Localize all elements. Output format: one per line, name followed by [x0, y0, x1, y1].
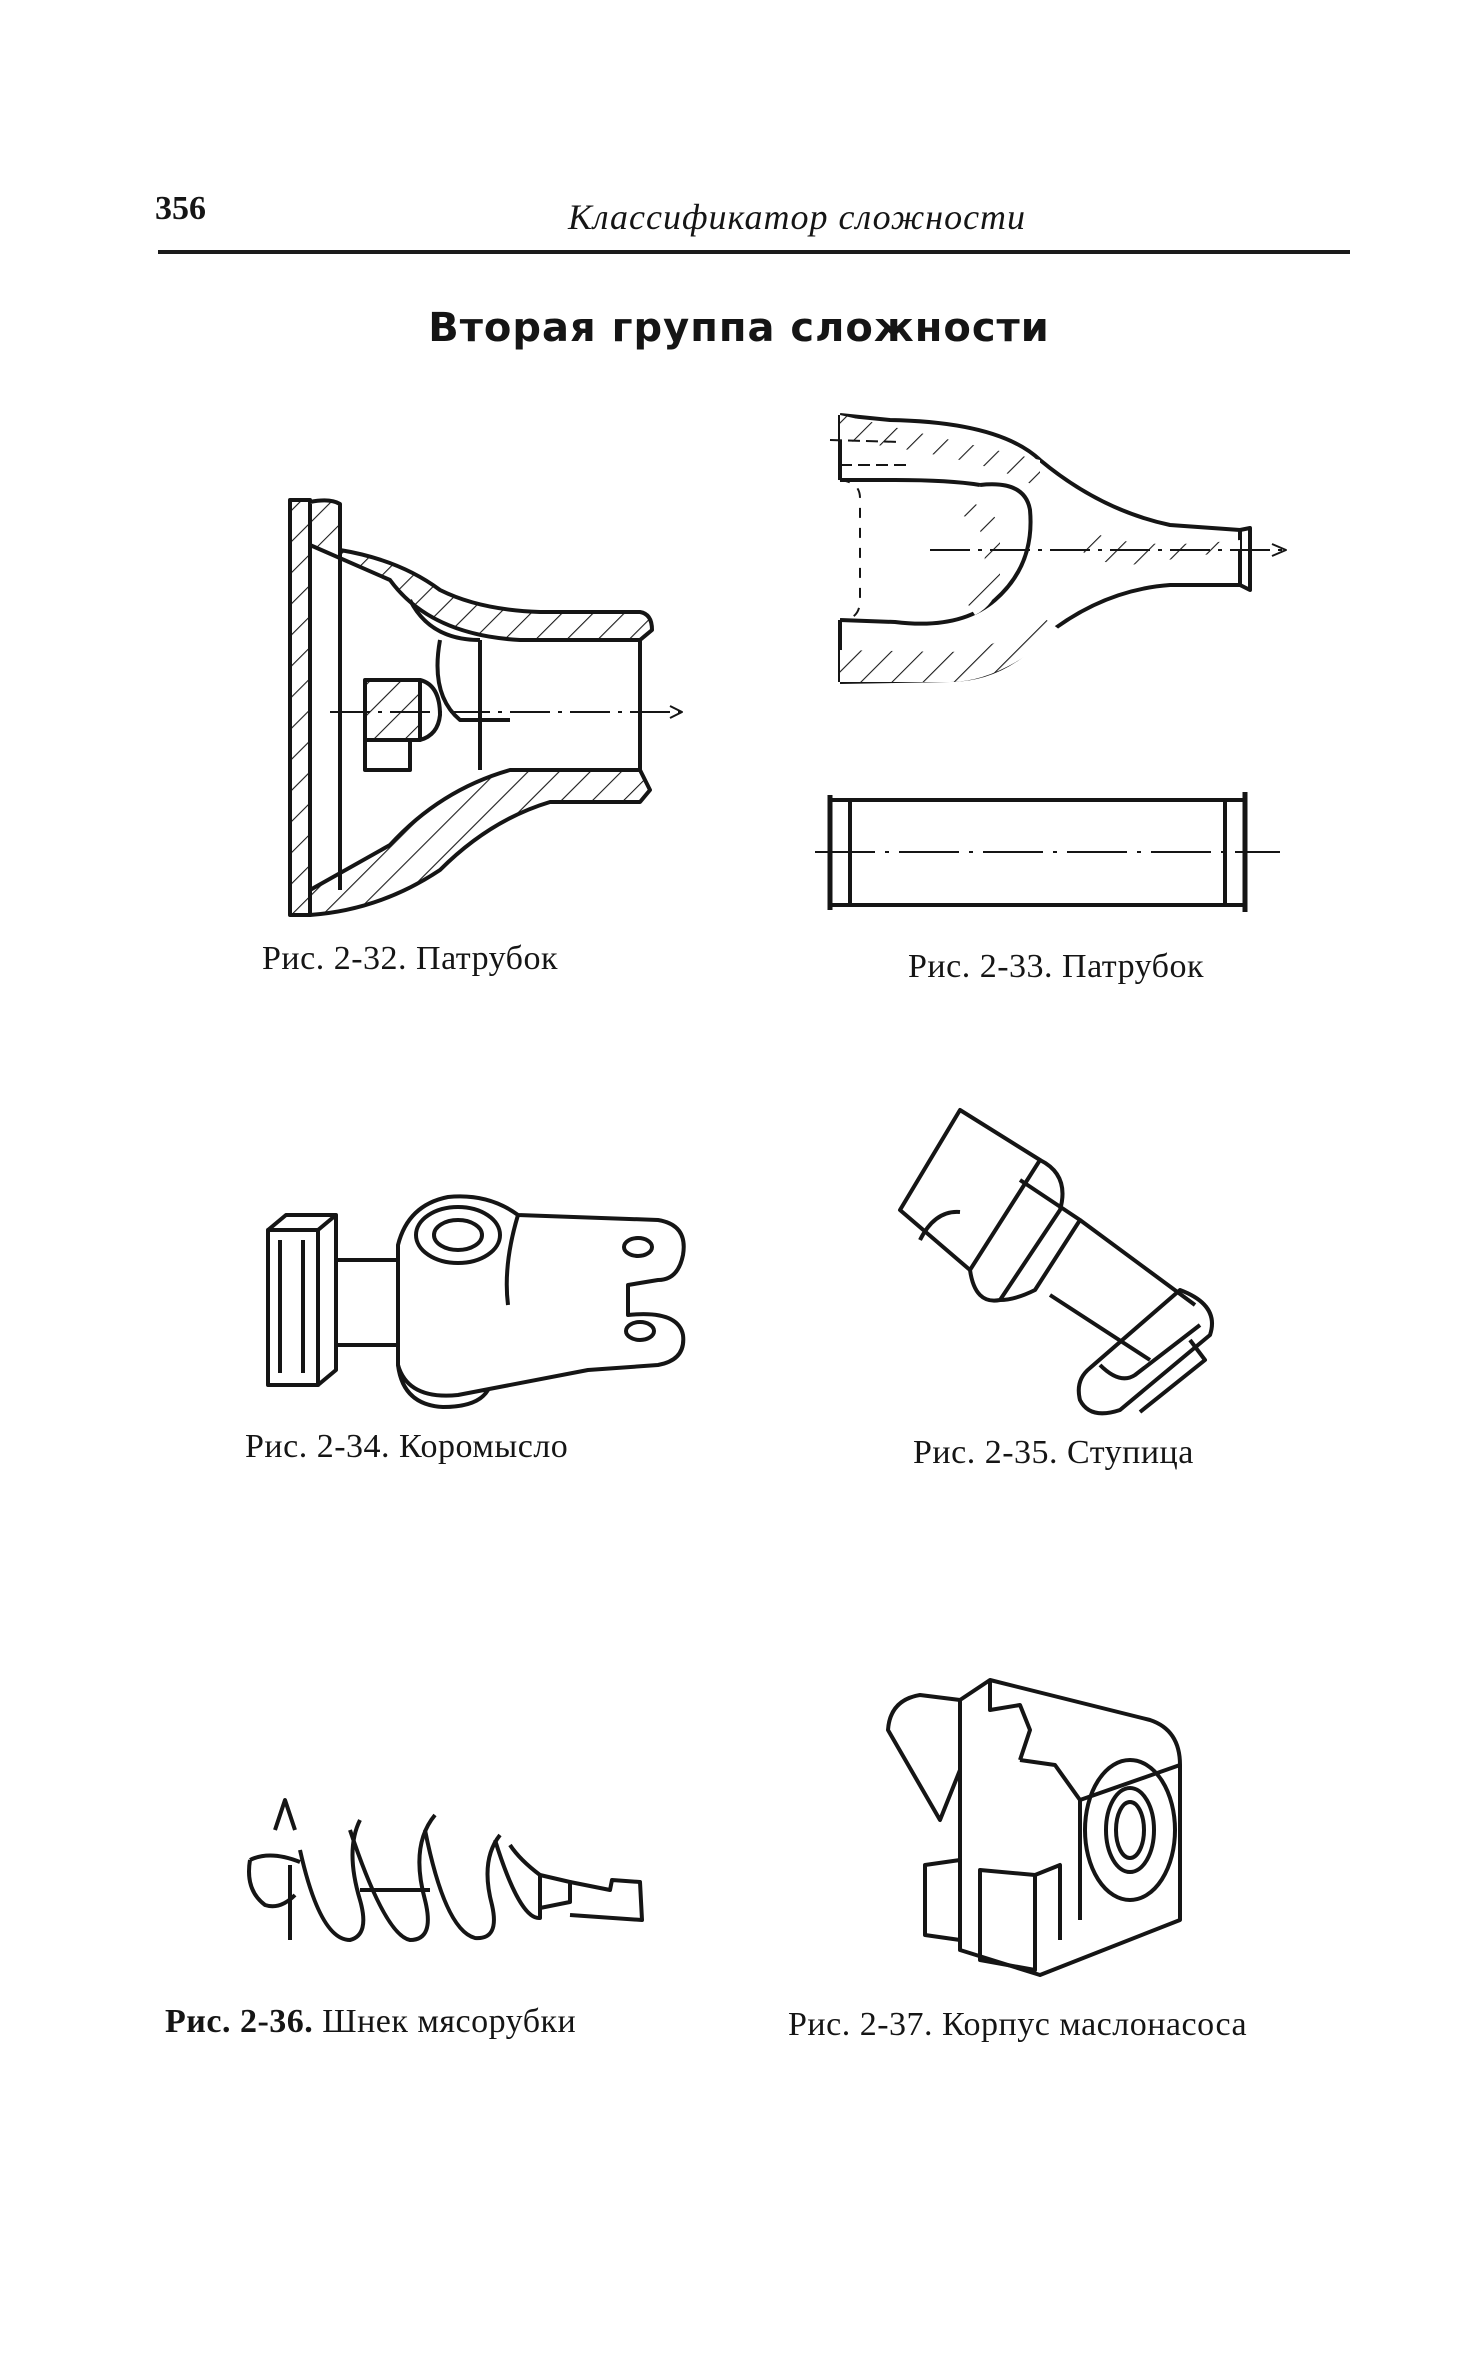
figure-label: Рис. 2-32. — [262, 940, 408, 977]
page-number: 356 — [155, 190, 206, 227]
figure-2-35-caption: Рис. 2-35. Ступица — [913, 1434, 1194, 1472]
figure-2-37-drawing — [880, 1670, 1220, 1980]
figure-name: Коромысло — [399, 1428, 569, 1465]
figure-label: Рис. 2-34. — [245, 1428, 391, 1465]
figure-2-34-caption: Рис. 2-34. Коромысло — [245, 1428, 568, 1466]
figure-name: Шнек мясорубки — [322, 2003, 577, 2040]
section-title: Вторая группа сложности — [428, 305, 1050, 351]
figure-2-33-drawing — [800, 400, 1300, 930]
figure-2-33-caption: Рис. 2-33. Патрубок — [908, 948, 1204, 986]
figure-2-37-caption: Рис. 2-37. Корпус маслонасоса — [788, 2006, 1247, 2044]
figure-label: Рис. 2-36. — [165, 2003, 314, 2040]
figure-label: Рис. 2-33. — [908, 948, 1054, 985]
figure-2-36-drawing — [240, 1790, 660, 1970]
figure-2-32-caption: Рис. 2-32. Патрубок — [262, 940, 558, 978]
figure-name: Патрубок — [1062, 948, 1204, 985]
running-title: Классификатор сложности — [568, 197, 1027, 237]
figure-2-35-drawing — [890, 1100, 1230, 1430]
figure-2-34-drawing — [258, 1185, 698, 1415]
figure-label: Рис. 2-35. — [913, 1434, 1059, 1471]
figure-name: Ступица — [1067, 1434, 1194, 1471]
figure-name: Патрубок — [416, 940, 558, 977]
figure-label: Рис. 2-37. — [788, 2006, 934, 2043]
figure-2-32-drawing — [280, 490, 700, 930]
header-rule — [158, 250, 1350, 254]
figure-name: Корпус маслонасоса — [942, 2006, 1248, 2043]
figure-2-36-caption: Рис. 2-36. Шнек мясорубки — [165, 2003, 576, 2041]
